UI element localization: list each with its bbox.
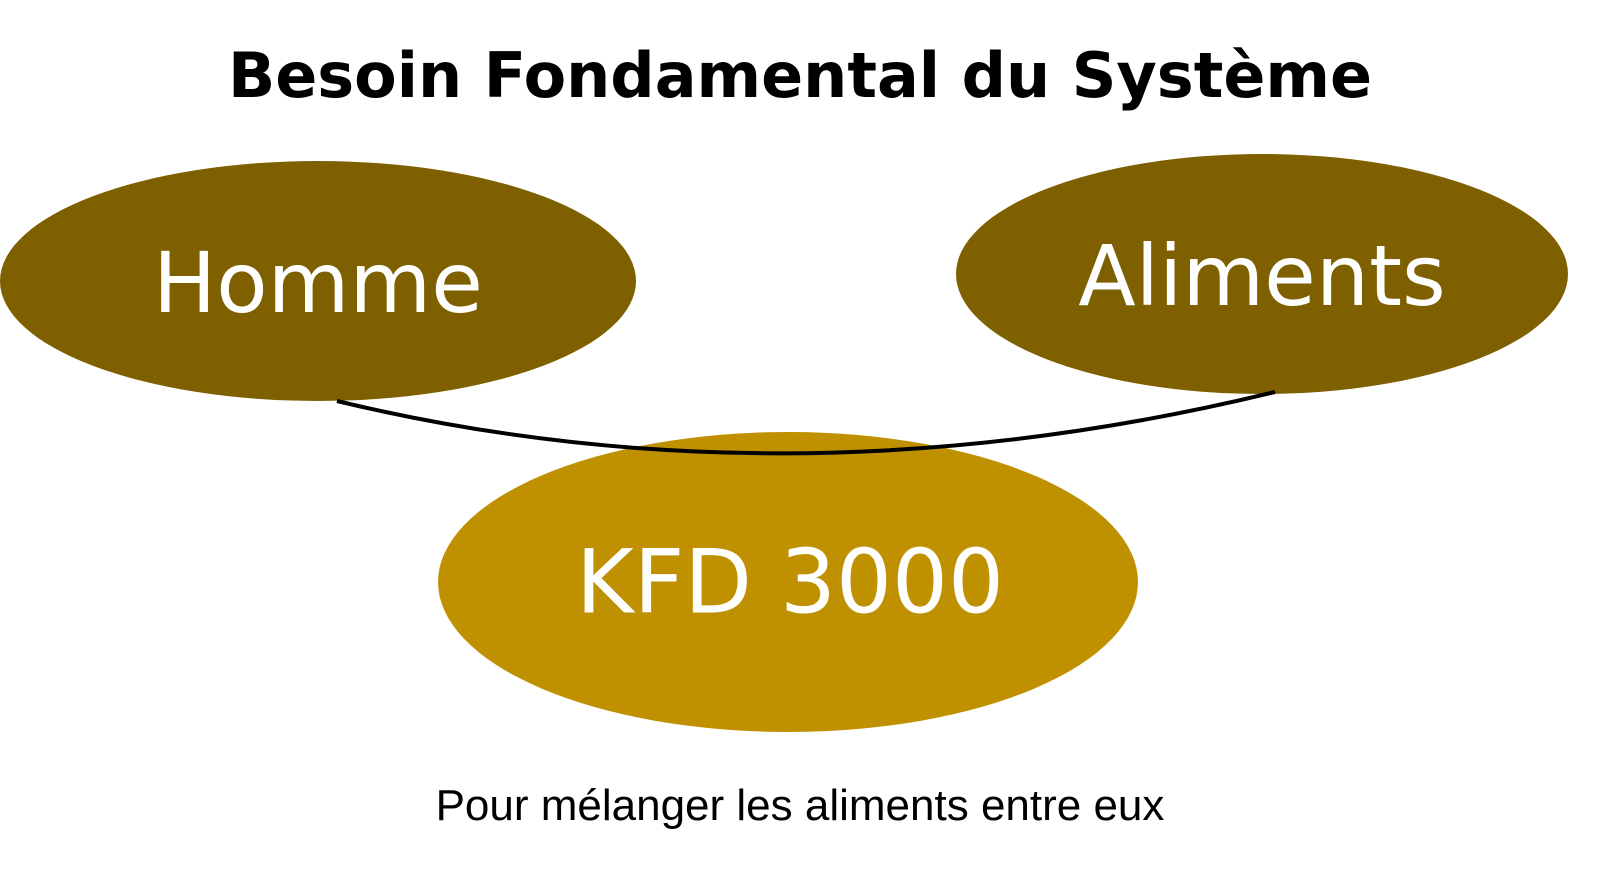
function-caption: Pour mélanger les aliments entre eux — [435, 781, 1165, 830]
product-ellipse — [438, 432, 1138, 732]
product-label: KFD 3000 — [576, 531, 1004, 634]
homme-label: Homme — [153, 234, 483, 332]
connector-arc — [336, 390, 1276, 456]
homme-ellipse — [0, 161, 636, 401]
aliments-node: Aliments — [956, 154, 1568, 394]
aliments-ellipse — [956, 154, 1568, 394]
homme-node: Homme — [0, 161, 636, 401]
aliments-label: Aliments — [1078, 227, 1446, 325]
product-node: KFD 3000 — [438, 432, 1138, 732]
page-title: Besoin Fondamental du Système — [227, 39, 1373, 112]
